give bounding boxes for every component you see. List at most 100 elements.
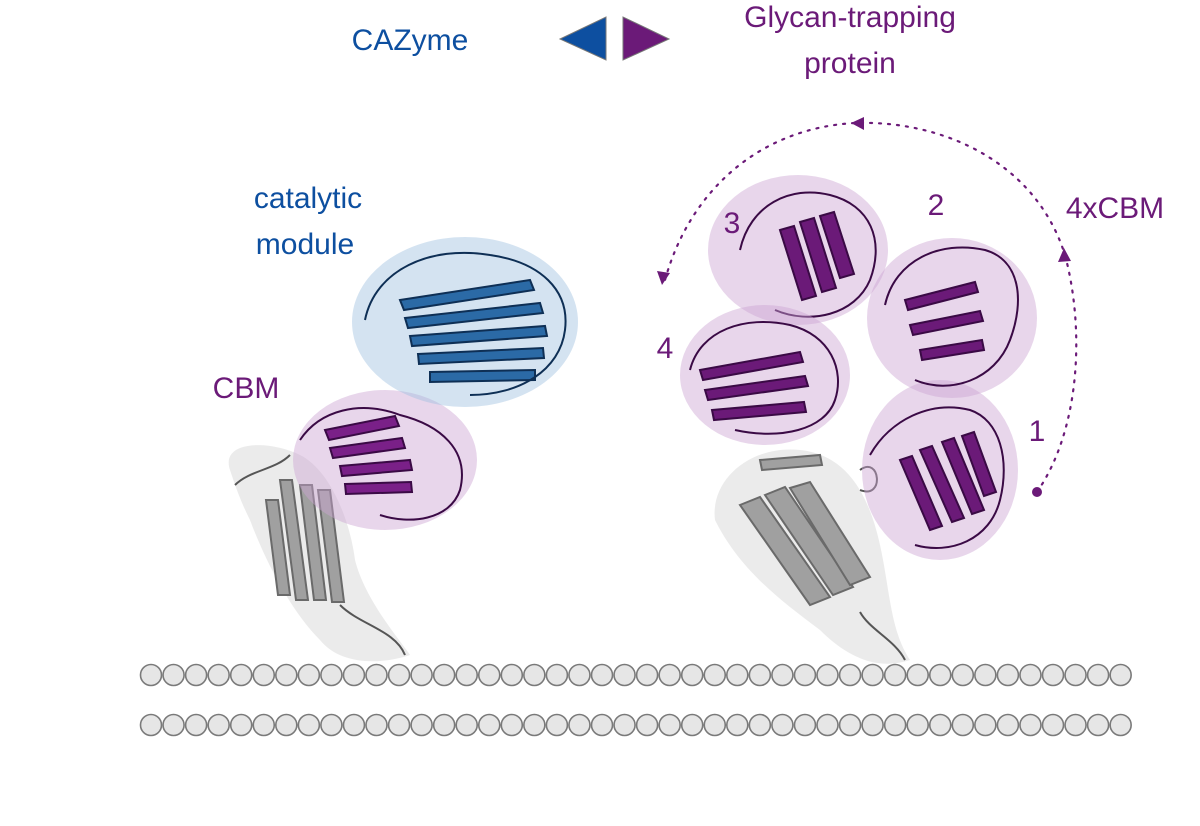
cazyme-catalytic-module: [352, 237, 578, 407]
glycan-bead: [1041, 713, 1065, 737]
glycan-bead: [229, 713, 253, 737]
trapping-cbm-3: [708, 175, 888, 325]
glycan-bead: [365, 663, 388, 687]
glycan-bead: [771, 663, 794, 687]
glycan-bead: [658, 713, 681, 737]
catalytic-module-label-line1: catalytic: [254, 182, 362, 215]
glycan-bead: [951, 713, 975, 737]
glycan-bead: [1019, 713, 1042, 737]
glycan-bead: [1064, 663, 1087, 687]
glycan-bead: [1064, 713, 1087, 737]
cbm-count-label: 4xCBM: [1066, 192, 1164, 225]
glycan-bead: [139, 663, 163, 687]
glycan-bead: [432, 663, 456, 687]
trapping-cbm-4: [680, 305, 850, 445]
glycan-bead: [974, 713, 997, 737]
glycan-bead: [771, 713, 794, 737]
glycan-bead: [500, 663, 524, 687]
glycan-bead: [703, 663, 727, 687]
trapping-legend-label-line2: protein: [804, 47, 896, 80]
glycan-bead: [162, 663, 185, 687]
glycan-bead: [184, 713, 208, 737]
glycan-bead: [906, 663, 930, 687]
glycan-bead: [725, 713, 749, 737]
glycan-bead: [545, 713, 569, 737]
rotation-start-dot: [1032, 487, 1042, 497]
glycan-bead: [1086, 663, 1110, 687]
glycan-bead: [365, 713, 388, 737]
glycan-bead: [500, 713, 524, 737]
glycan-bead: [883, 663, 907, 687]
glycan-bead: [1086, 713, 1110, 737]
glycan-bead: [613, 713, 636, 737]
glycan-bead: [996, 713, 1020, 737]
glycan-bead: [748, 713, 772, 737]
glycan-bead: [928, 663, 952, 687]
glycan-bead: [680, 713, 704, 737]
glycan-bead: [725, 663, 749, 687]
domain-number-3: 3: [724, 207, 741, 240]
glycan-bead: [432, 713, 456, 737]
glycan-bead: [838, 663, 862, 687]
glycan-bead: [410, 713, 433, 737]
glycan-bead: [410, 663, 433, 687]
glycan-bead: [477, 713, 501, 737]
rotation-arrow-icon: [663, 121, 1078, 494]
glycan-bead: [252, 663, 276, 687]
glycan-bead: [207, 663, 230, 687]
glycan-bead: [635, 663, 659, 687]
glycan-bead: [928, 713, 952, 737]
glycan-bead: [477, 663, 501, 687]
glycan-bead: [387, 663, 411, 687]
glycan-bead: [297, 713, 321, 737]
glycan-bead: [1109, 663, 1132, 687]
glycan-bead: [906, 713, 930, 737]
domain-number-1: 1: [1029, 415, 1046, 448]
arrowhead-icon: [1058, 248, 1071, 262]
glycan-bead: [387, 713, 411, 737]
cbm-label: CBM: [213, 372, 280, 405]
glycan-bead: [229, 663, 253, 687]
arrowhead-icon: [851, 117, 864, 130]
glycan-bead: [613, 663, 636, 687]
cazyme-cbm-domain: [293, 390, 477, 530]
glycan-bead-row-top: [139, 663, 1132, 687]
glycan-bead: [1019, 663, 1042, 687]
glycan-bead: [274, 713, 298, 737]
glycan-bead: [455, 663, 479, 687]
glycan-bead: [523, 663, 546, 687]
glycan-bead: [252, 713, 276, 737]
glycan-bead: [545, 663, 569, 687]
glycan-bead: [658, 663, 681, 687]
trapping-cbm-2: [867, 238, 1037, 398]
glycan-bead: [748, 663, 772, 687]
glycan-bead: [590, 713, 614, 737]
glycan-bead: [207, 713, 230, 737]
glycan-bead: [523, 713, 546, 737]
glycan-bead: [590, 663, 614, 687]
glycan-bead: [320, 713, 343, 737]
glycan-bead: [816, 713, 839, 737]
glycan-bead: [568, 663, 591, 687]
glycan-bead: [162, 713, 185, 737]
domain-number-2: 2: [928, 189, 945, 222]
glycan-bead: [703, 713, 727, 737]
cazyme-anchor-domain: [228, 445, 410, 662]
glycan-bead: [297, 663, 321, 687]
trapping-legend-label-line1: Glycan-trapping: [744, 1, 956, 34]
cazyme-legend-label: CAZyme: [352, 24, 469, 57]
glycan-bead: [274, 663, 298, 687]
glycan-bead: [342, 663, 366, 687]
glycan-bead: [320, 663, 343, 687]
domain-number-4: 4: [657, 332, 674, 365]
glycan-bead: [455, 713, 479, 737]
glycan-bead: [861, 713, 884, 737]
glycan-bead: [568, 713, 591, 737]
trapping-cbm-1: [862, 380, 1018, 560]
glycan-bead: [342, 713, 366, 737]
arrowhead-icon: [657, 271, 670, 285]
glycan-bead: [184, 663, 208, 687]
glycan-bead: [793, 713, 817, 737]
trapping-anchor-domain: [714, 449, 910, 664]
